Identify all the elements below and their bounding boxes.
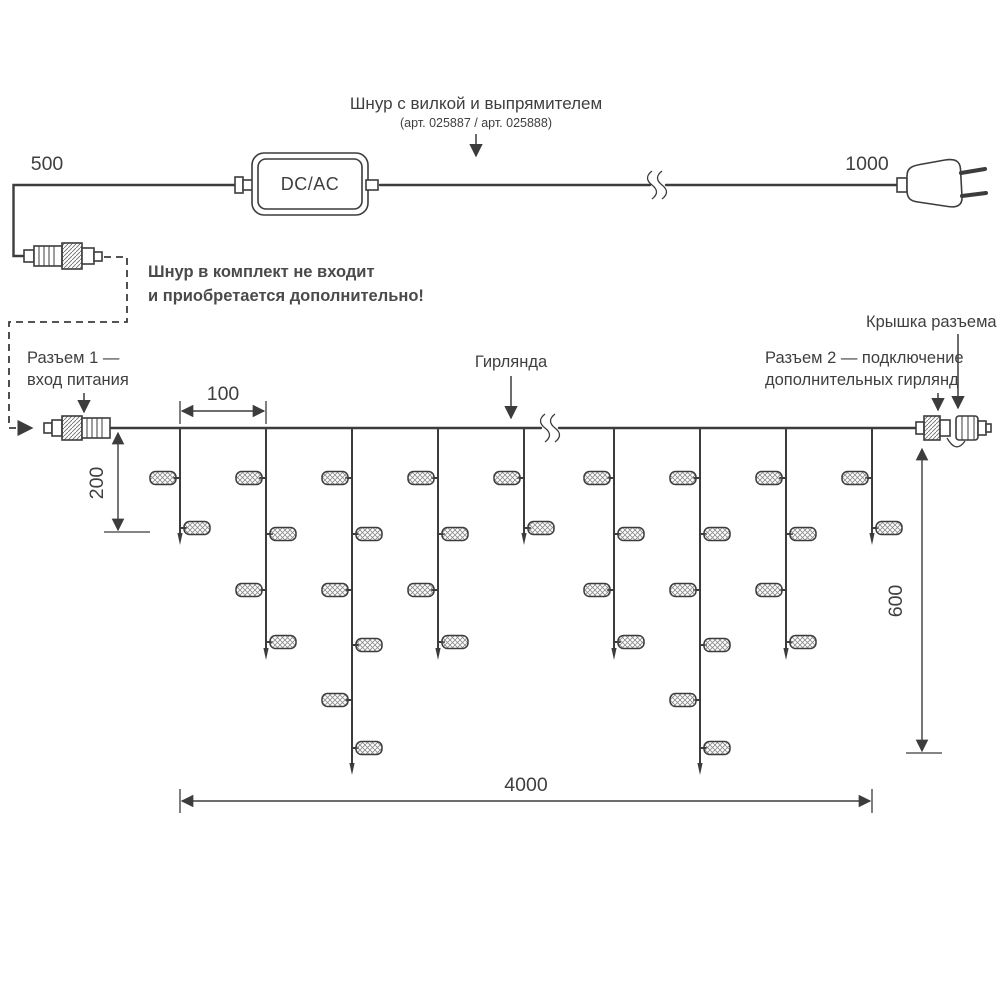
garland-drops <box>149 427 903 775</box>
led-lamp <box>321 470 349 486</box>
led-lamp <box>355 637 383 653</box>
led-lamp <box>321 692 349 708</box>
cord-break-symbol <box>646 170 668 200</box>
dimensions: 100 200 600 4000 <box>86 383 942 813</box>
dcac-converter: DC/AC <box>234 152 379 216</box>
led-lamp <box>407 470 435 486</box>
led-lamp <box>703 740 731 756</box>
garland-drop <box>493 427 555 545</box>
cap-strap <box>946 437 966 448</box>
led-lamp <box>583 582 611 598</box>
garland-drop <box>407 427 469 660</box>
led-lamp <box>617 526 645 542</box>
led-lamp <box>617 634 645 650</box>
converter-inlet <box>234 176 244 194</box>
led-lamp <box>269 526 297 542</box>
dim-1000-label: 1000 <box>845 153 889 175</box>
dim-600-label: 600 <box>885 585 907 618</box>
not-included-dashed-path <box>8 256 128 437</box>
dim-4000-label: 4000 <box>504 774 548 796</box>
drop-tip <box>783 648 789 660</box>
led-lamp <box>149 470 177 486</box>
led-lamp <box>755 470 783 486</box>
led-lamp <box>407 582 435 598</box>
note-line2: и приобретается дополнительно! <box>148 287 424 305</box>
cap-label: Крышка разъема <box>866 313 997 331</box>
led-lamp <box>583 470 611 486</box>
plug-body <box>906 158 963 208</box>
plug-prong-top <box>959 167 987 175</box>
garland-labels: Разъем 1 — вход питания Гирлянда Крышка … <box>27 313 997 420</box>
garland-drop <box>583 427 645 660</box>
led-lamp <box>703 637 731 653</box>
drop-tip <box>263 648 269 660</box>
garland-drop <box>235 427 297 660</box>
led-lamp <box>441 634 469 650</box>
garland-section <box>43 413 992 775</box>
led-lamp <box>755 582 783 598</box>
led-lamp <box>875 520 903 536</box>
power-cord-section: Шнур с вилкой и выпрямителем (арт. 02588… <box>8 94 988 437</box>
connector2-label-line2: дополнительных гирлянд <box>765 371 959 389</box>
cord-article-numbers: (арт. 025887 / арт. 025888) <box>400 116 552 130</box>
drop-tip <box>611 648 617 660</box>
cord-end-connector <box>23 242 103 270</box>
led-lamp <box>669 582 697 598</box>
led-lamp <box>789 634 817 650</box>
garland-drop <box>149 427 211 545</box>
garland-drop <box>755 427 817 660</box>
led-lamp <box>235 582 263 598</box>
dim-200-label: 200 <box>86 467 108 500</box>
dim-200: 200 <box>86 431 150 533</box>
mains-plug <box>896 158 988 208</box>
cord-title: Шнур с вилкой и выпрямителем <box>350 94 602 113</box>
converter-label: DC/AC <box>281 174 340 194</box>
drop-tip <box>349 763 355 775</box>
led-lamp <box>321 582 349 598</box>
garland-drop <box>669 427 731 775</box>
drop-tip <box>869 533 875 545</box>
led-lamp <box>269 634 297 650</box>
led-lamp <box>669 470 697 486</box>
led-lamp <box>493 470 521 486</box>
connector1-label-line2: вход питания <box>27 371 129 389</box>
led-lamp <box>441 526 469 542</box>
dim-600: 600 <box>885 447 942 754</box>
garland-drop <box>321 427 383 775</box>
led-lamp <box>527 520 555 536</box>
dim-100: 100 <box>179 383 267 424</box>
led-lamp <box>183 520 211 536</box>
led-lamp <box>703 526 731 542</box>
garland-break-symbol <box>539 413 561 443</box>
drop-tip <box>697 763 703 775</box>
dim-500-label: 500 <box>31 153 64 175</box>
connector1-label-line1: Разъем 1 — <box>27 349 120 367</box>
led-lamp <box>235 470 263 486</box>
led-lamp <box>789 526 817 542</box>
connector2-label-line1: Разъем 2 — подключение <box>765 349 964 367</box>
garland-drop <box>841 427 903 545</box>
led-lamp <box>841 470 869 486</box>
converter-outlet <box>365 179 379 191</box>
led-lamp <box>355 740 383 756</box>
drop-tip <box>435 648 441 660</box>
garland-label: Гирлянда <box>475 353 548 371</box>
note-line1: Шнур в комплект не входит <box>148 263 375 281</box>
led-lamp <box>669 692 697 708</box>
dim-100-label: 100 <box>207 383 240 405</box>
garland-connector2 <box>915 415 992 448</box>
connector-cap <box>955 415 992 441</box>
dim-4000: 4000 <box>179 774 873 813</box>
plug-prong-bottom <box>960 191 988 198</box>
cord-wire-left <box>12 183 238 258</box>
drop-tip <box>521 533 527 545</box>
drop-tip <box>177 533 183 545</box>
garland-connector1 <box>43 415 111 441</box>
led-lamp <box>355 526 383 542</box>
